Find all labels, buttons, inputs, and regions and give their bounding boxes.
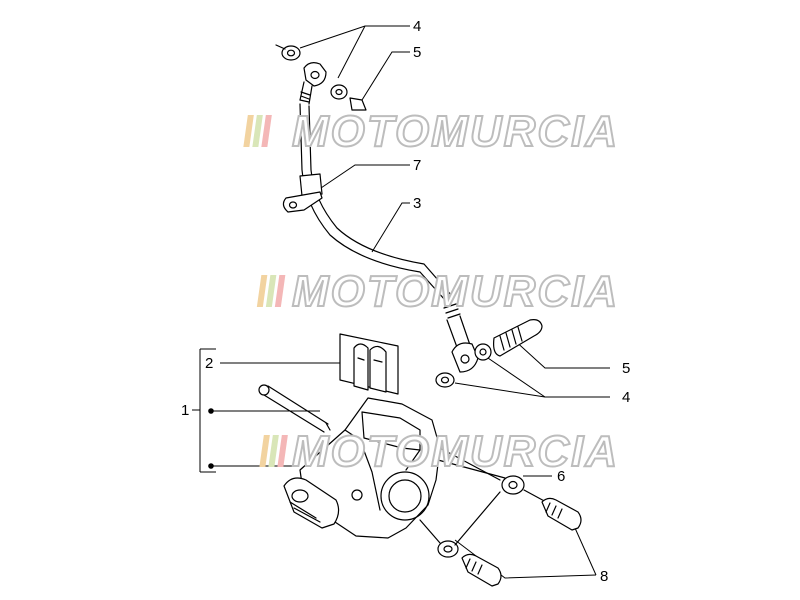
hose-clamp (299, 173, 323, 197)
callout-1: 1 (181, 402, 189, 419)
pad-pin (258, 384, 331, 433)
washer-6-link (437, 459, 506, 479)
lower-banjo-neck (446, 315, 471, 351)
caliper-piston-inner (388, 479, 422, 513)
pad-a (353, 343, 369, 391)
upper-washer-b-hole (335, 88, 343, 96)
bolt-link-a (454, 491, 501, 546)
wm-stripe-a (259, 435, 270, 467)
callout-labels: 4 5 7 3 2 1 5 4 6 8 (181, 18, 630, 585)
washer-6-hole (508, 480, 518, 490)
callout-5-top: 5 (413, 44, 421, 61)
callout-2: 2 (205, 355, 213, 372)
leader-1-dot-a (208, 408, 214, 414)
pad-pin-end (325, 422, 331, 431)
watermark-text: MOTOMURCIA (292, 267, 619, 316)
lower-washer-a-hole (440, 376, 450, 384)
leader-1-dot-b (208, 463, 214, 469)
wm-stripe-c (274, 275, 286, 307)
caliper-piston-outer (380, 471, 430, 521)
mount-hardware (419, 459, 582, 587)
bolt-8-a (541, 497, 582, 531)
bolt-8-a-threads (545, 502, 563, 519)
leader-5-top (361, 51, 410, 101)
washer-6 (501, 475, 525, 495)
brake-hose (282, 103, 453, 301)
lower-banjo-bolt (493, 319, 543, 357)
lower-washer-b-hole (479, 348, 487, 356)
caliper-lug-lines (289, 501, 321, 523)
hose-clamp-hole (288, 201, 298, 209)
upper-bolt (349, 97, 367, 111)
bolt-8-b (461, 553, 502, 587)
watermark-text: MOTOMURCIA (292, 427, 619, 476)
pad-pin-shaft (263, 385, 329, 433)
leader-8-b (574, 527, 597, 576)
wm-stripe-b (265, 275, 277, 307)
lower-bolt-threads (499, 326, 523, 351)
lower-washer-b (474, 343, 492, 361)
callout-8: 8 (600, 568, 608, 585)
bolt-8-b-threads (465, 558, 483, 575)
caliper-ridge (344, 429, 421, 511)
caliper-mount-hole (291, 489, 309, 503)
caliper-leader-body (439, 447, 501, 481)
leader-lines (192, 25, 610, 579)
callout-7: 7 (413, 157, 421, 174)
bleed-port (351, 489, 363, 501)
wm-stripe-b (252, 115, 263, 147)
upper-banjo (303, 62, 327, 87)
callout-4-mid: 4 (622, 389, 630, 406)
upper-banjo-assembly (275, 44, 367, 111)
watermark-text: MOTOMURCIA (292, 107, 619, 156)
lower-banjo-assembly (435, 303, 543, 388)
leader-5-mid (511, 337, 610, 369)
watermark-bottom: MOTOMURCIA (259, 426, 619, 477)
wm-stripe-c (277, 435, 288, 467)
brake-pads (339, 333, 399, 395)
upper-washer-a-pin (275, 44, 286, 50)
watermark-middle: MOTOMURCIA (256, 266, 619, 317)
callout-4-top: 4 (413, 18, 421, 35)
wm-stripe-b (268, 435, 279, 467)
washer-lower (437, 540, 459, 558)
caliper-body (283, 397, 501, 539)
leader-4-mid-b (454, 382, 546, 398)
upper-washer-b (330, 84, 348, 100)
callout-6: 6 (557, 468, 565, 485)
upper-banjo-hole (310, 70, 320, 80)
lower-banjo (451, 342, 479, 373)
lower-banjo-hole (460, 354, 470, 364)
watermark-top: MOTOMURCIA (243, 106, 619, 157)
lower-washer-a (435, 372, 455, 388)
callout-5-mid: 5 (622, 360, 630, 377)
lower-hose-ribs (443, 303, 461, 319)
callout-3: 3 (413, 195, 421, 212)
pad-pin-head (258, 384, 270, 396)
upper-washer-a (281, 45, 301, 61)
washer-lower-hole (443, 545, 453, 553)
washer-lower-link (419, 519, 441, 544)
upper-washer-a-hole (286, 49, 296, 57)
leader-3 (371, 202, 410, 253)
leader-8 (454, 539, 597, 579)
leader-7 (317, 164, 410, 191)
upper-hose-ribs (299, 91, 311, 103)
pad-box (339, 333, 399, 395)
wm-stripe-a (256, 275, 268, 307)
wm-stripe-a (243, 115, 254, 147)
hose-clamp-tab (282, 191, 323, 213)
pad-b (369, 345, 387, 393)
pad-lines (357, 357, 383, 363)
leader-4-top-b (337, 25, 366, 79)
wm-stripe-c (261, 115, 272, 147)
